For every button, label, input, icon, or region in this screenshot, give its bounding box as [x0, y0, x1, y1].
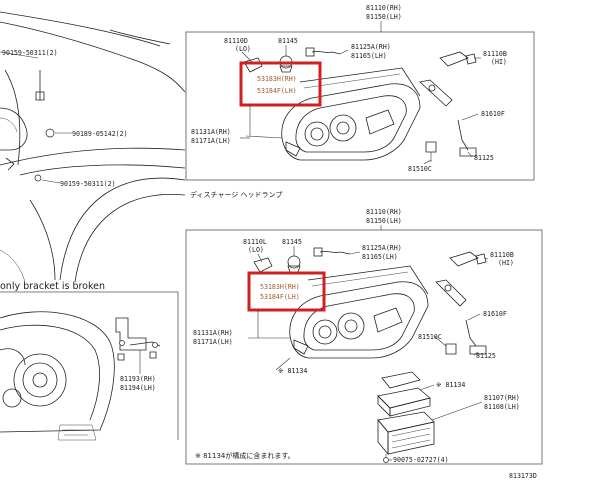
car-body-illustration — [0, 11, 186, 283]
top-cover-label: 81610F — [481, 110, 505, 118]
top-leader-lines — [240, 45, 481, 165]
top-socket-label: 81110D — [224, 37, 248, 45]
bottom-housing-rh: 81131A(RH) — [193, 329, 233, 337]
top-bulb-hi-tag: (HI) — [491, 58, 507, 66]
top-assy-rh: 81110(RH) — [366, 4, 402, 12]
bottom-ballast-lh: 81108(LH) — [484, 403, 520, 411]
bottom-leader-lines — [248, 246, 489, 461]
bottom-wire-lh: 81165(LH) — [362, 253, 398, 261]
bottom-screw-label: 90075-02727(4) — [393, 456, 449, 464]
bottom-highlight-box — [247, 271, 326, 312]
bottom-cover-label: 81610F — [483, 310, 507, 318]
bottom-socket-label: 81110L — [243, 238, 267, 246]
bottom-socket-c-label: 81510C — [418, 333, 442, 341]
top-socket-c-label: 81510C — [408, 165, 432, 173]
bottom-bulb-side-label: 81125 — [476, 352, 496, 360]
bottom-headlamp-housing — [289, 265, 429, 359]
top-bulb-side-label: 81125 — [474, 154, 494, 162]
bottom-bulb-label: 81145 — [282, 238, 302, 246]
top-highlight-rh: 53183H(RH) — [257, 75, 297, 83]
bottom-assy-rh: 81110(RH) — [366, 208, 402, 216]
top-housing-lh: 81171A(LH) — [191, 137, 231, 145]
bracket-label-lh: 81194(LH) — [120, 384, 156, 392]
broken-bracket-note: only bracket is broken — [0, 281, 105, 292]
figure-number: 813173D — [509, 472, 537, 480]
discharge-headlamp-caption: ディスチャージ ヘッドランプ — [190, 190, 282, 199]
bottom-wire-rh: 81125A(RH) — [362, 244, 402, 252]
bottom-bulb-hi-tag: (HI) — [498, 259, 514, 267]
top-highlight-box — [239, 61, 322, 107]
bottom-housing-lh: 81171A(LH) — [193, 338, 233, 346]
bottom-assy-lh: 81150(LH) — [366, 217, 402, 225]
top-wire-lh: 81165(LH) — [351, 52, 387, 60]
top-socket-lo: (LO) — [235, 45, 251, 53]
bottom-bulb-hi-label: 81110B — [490, 251, 514, 259]
top-highlight-lh: 53184F(LH) — [257, 87, 297, 95]
bolt-label-top: 90159-50311(2) — [2, 49, 58, 57]
bottom-ballast-ref: ※ 81134 — [436, 381, 465, 389]
top-panel-frame — [185, 31, 535, 181]
bolt-label-mid: 90189-05142(2) — [72, 130, 128, 138]
top-headlamp-housing — [281, 67, 421, 161]
bottom-panel: 81110(RH) 81150(LH) 81110L (LO) 81145 81… — [185, 208, 543, 465]
top-panel: 81110(RH) 81150(LH) 81110D (LO) 81145 81… — [185, 4, 535, 181]
bottom-ballast-parts — [377, 371, 435, 463]
bracket-detail: only bracket is broken 81193(RH) 81194(L… — [0, 281, 179, 441]
top-bulb-label: 81145 — [278, 37, 298, 45]
bottom-socket-lo: (LO) — [248, 246, 264, 254]
bottom-highlight-lh: 53184F(LH) — [260, 293, 300, 301]
left-callouts: 90159-50311(2) 90189-05142(2) 90159-5031… — [0, 49, 128, 188]
bolt-label-low: 90159-50311(2) — [60, 180, 116, 188]
top-wire-rh: 81125A(RH) — [351, 43, 391, 51]
bottom-footnote: ※ 81134が構成に含まれます。 — [195, 451, 295, 460]
bottom-highlight-rh: 53183H(RH) — [260, 283, 300, 291]
top-assy-lh: 81150(LH) — [366, 13, 402, 21]
top-bulb-hi-label: 81110B — [483, 50, 507, 58]
bottom-star-ref: ※ 81134 — [278, 367, 307, 375]
top-housing-rh: 81131A(RH) — [191, 128, 231, 136]
bracket-label-rh: 81193(RH) — [120, 375, 156, 383]
bottom-panel-frame — [185, 229, 543, 465]
bottom-ballast-rh: 81107(RH) — [484, 394, 520, 402]
